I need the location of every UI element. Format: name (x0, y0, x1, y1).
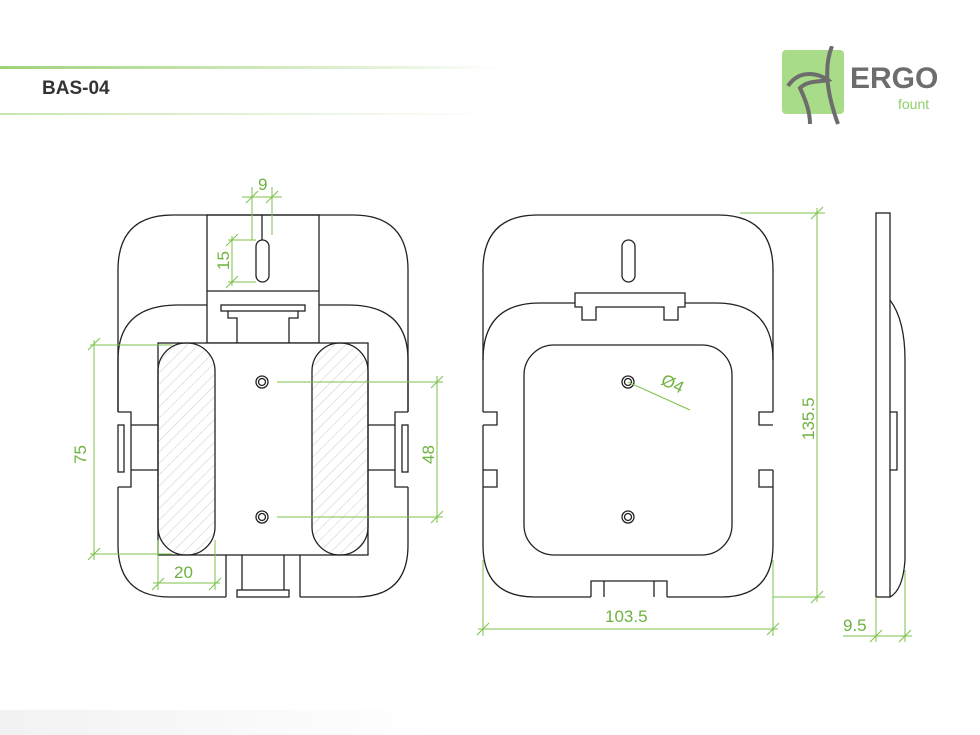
dim-slot-height: 15 (214, 251, 233, 270)
dimension-lines: 9 15 75 48 20 Ø4 135.5 103.5 9.5 (71, 175, 912, 643)
header-rule-bottom (0, 113, 500, 115)
brand-logo: ERGO fount (780, 45, 950, 126)
dim-overall-width: 103.5 (605, 607, 648, 626)
dim-pad-height: 75 (71, 445, 90, 464)
header-rule (0, 66, 500, 69)
dim-hole-spacing: 48 (419, 445, 438, 464)
dim-slot-width: 9 (258, 175, 267, 194)
front-view (117, 214, 409, 598)
back-view (482, 214, 774, 598)
page-title: BAS-04 (42, 78, 110, 99)
dim-thickness: 9.5 (843, 616, 867, 635)
dim-hole-diameter: Ø4 (658, 370, 687, 397)
logo-text: ERGO (850, 62, 938, 95)
logo-subtext: fount (898, 96, 929, 112)
side-view (875, 212, 906, 598)
footer-band (0, 710, 440, 735)
dim-pad-width: 20 (174, 563, 193, 582)
dim-overall-height: 135.5 (799, 397, 818, 440)
